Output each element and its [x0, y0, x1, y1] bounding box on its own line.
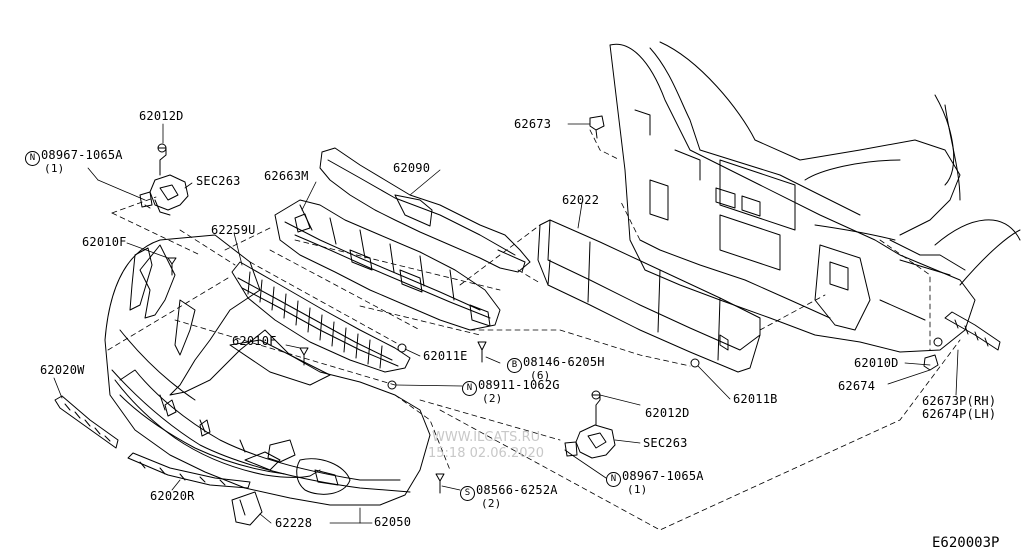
part-number: 08967-1065A — [622, 469, 704, 483]
part-62050-bumper-fascia — [104, 234, 431, 506]
n-circle-icon: N — [25, 151, 40, 166]
radiator-core-support — [609, 41, 1021, 353]
qty-08967-bot: (1) — [627, 483, 648, 496]
label-62011E: 62011E — [423, 349, 468, 363]
n-circle-icon: N — [606, 472, 621, 487]
part-62090-absorber — [319, 147, 531, 273]
diagram-code: E620003P — [932, 535, 1000, 551]
label-62010F-top: 62010F — [82, 235, 127, 249]
clip-62673 — [589, 115, 605, 139]
part-62020R-strip — [127, 452, 251, 489]
part-62228-cover — [231, 491, 263, 526]
qty-08911: (2) — [482, 392, 503, 405]
part-62020W-strip — [54, 395, 119, 449]
qty-08146: (6) — [530, 369, 551, 382]
part-number: 08146-6205H — [523, 355, 605, 369]
qty-08967-top: (1) — [44, 162, 65, 175]
label-62010D: 62010D — [854, 356, 899, 370]
label-62011B: 62011B — [733, 392, 778, 406]
dashed-assembly-lines — [107, 129, 961, 531]
label-62674: 62674 — [838, 379, 876, 393]
label-62010F-mid: 62010F — [232, 334, 277, 348]
label-62012D-bot: 62012D — [645, 406, 690, 420]
label-62674P: 62674P(LH) — [922, 407, 997, 421]
fasteners — [144, 204, 943, 494]
part-62663M-bracket — [274, 199, 501, 331]
part-62259U-grille — [231, 261, 411, 373]
clip-62674 — [923, 354, 939, 371]
label-62673-top: 62673 — [514, 117, 552, 131]
part-62022-beam — [537, 219, 761, 373]
label-62090: 62090 — [393, 161, 431, 175]
label-62663M: 62663M — [264, 169, 309, 183]
label-sec263-top: SEC263 — [196, 174, 241, 188]
qty-08566: (2) — [481, 497, 502, 510]
leader-lines — [53, 123, 959, 524]
s-circle-icon: S — [460, 486, 475, 501]
watermark-site: WWW.ILCATS.RU — [432, 430, 541, 445]
label-62673P: 62673P(RH) — [922, 394, 997, 408]
part-number: 08967-1065A — [41, 148, 123, 162]
part-number: 08566-6252A — [476, 483, 558, 497]
label-62228: 62228 — [275, 516, 313, 530]
label-62020W: 62020W — [40, 363, 85, 377]
fog-lamp-bottom — [564, 390, 616, 459]
label-62020R: 62020R — [150, 489, 195, 503]
label-62259U: 62259U — [211, 223, 256, 237]
label-sec263-bot: SEC263 — [643, 436, 688, 450]
label-62012D-top: 62012D — [139, 109, 184, 123]
label-62022: 62022 — [562, 193, 600, 207]
n-circle-icon: N — [462, 381, 477, 396]
b-circle-icon: B — [507, 358, 522, 373]
side-bracket-62673P — [944, 311, 1001, 351]
part-number: 08911-1062G — [478, 378, 560, 392]
watermark-timestamp: 15:18 02.06.2020 — [428, 446, 545, 461]
fog-lamp-top — [139, 143, 189, 216]
label-62050: 62050 — [374, 515, 412, 529]
